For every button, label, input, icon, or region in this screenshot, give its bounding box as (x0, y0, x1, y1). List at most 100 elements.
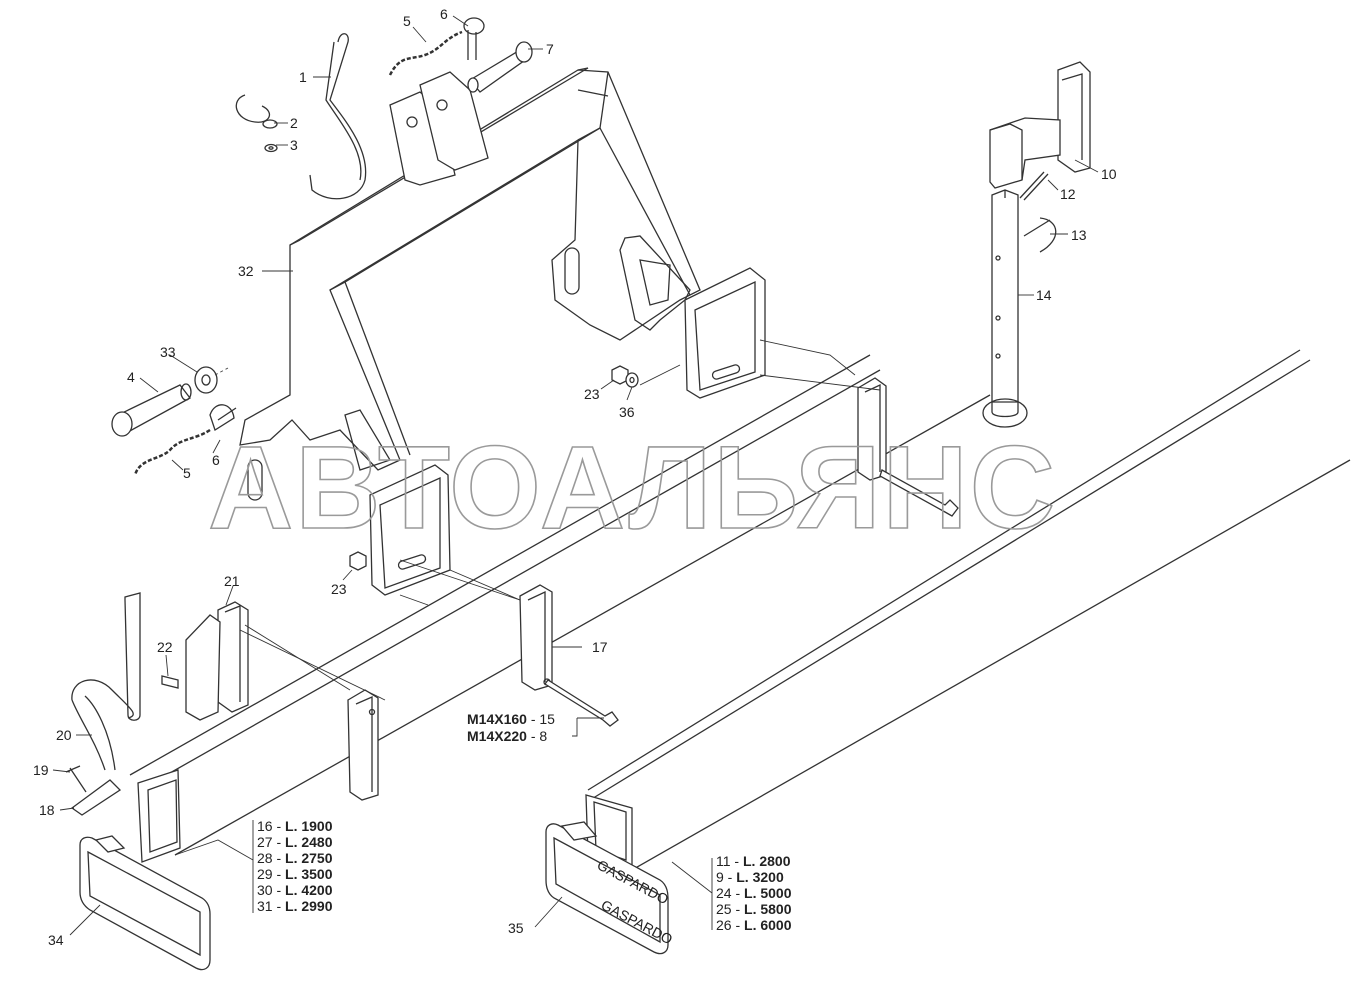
bolt-pos: 15 (539, 711, 555, 727)
beam-length: L. 2800 (743, 853, 791, 869)
beam-length: L. 4200 (285, 882, 333, 898)
beam-length: L. 2750 (285, 850, 333, 866)
label-part-23-left: 23 (331, 581, 347, 597)
assembly-lines (239, 339, 881, 701)
lynch-pin-6-left (209, 404, 237, 431)
bolt-spec-row: M14X160 - 15 (467, 711, 555, 727)
label-part-2: 2 (290, 115, 298, 131)
bolt-22-part (161, 675, 179, 689)
ring-2-part (235, 94, 278, 129)
guard-34-part (79, 835, 211, 971)
beam-a-row: 30 - L. 4200 (257, 882, 333, 898)
label-part-5-top: 5 (403, 13, 411, 29)
washer-3-part (264, 143, 278, 153)
beam-a (129, 354, 991, 863)
beam-pos: 25 (716, 901, 732, 917)
bolt-19-part (65, 765, 87, 793)
clip-13-part (1023, 217, 1057, 253)
label-part-23-right: 23 (584, 386, 600, 402)
beam-pos: 30 (257, 882, 273, 898)
beam-pos: 28 (257, 850, 273, 866)
pin-4-part (111, 383, 192, 437)
beam-pos: 27 (257, 834, 273, 850)
beam-b-row: 24 - L. 5000 (716, 885, 792, 901)
bolt-pos: 8 (539, 728, 547, 744)
label-part-10: 10 (1101, 166, 1117, 182)
stand-tube-14 (982, 189, 1028, 428)
label-part-14: 14 (1036, 287, 1052, 303)
beam-pos: 11 (716, 853, 731, 869)
label-part-18: 18 (39, 802, 55, 818)
bolt-sep: - (527, 728, 539, 744)
beam-b (585, 349, 1351, 871)
label-part-19: 19 (33, 762, 49, 778)
washer-36-part (625, 372, 639, 388)
beam-pos: 9 (716, 869, 724, 885)
beam-length: L. 5000 (744, 885, 792, 901)
bolt-sep: - (527, 711, 539, 727)
shank-20-part (71, 592, 141, 771)
bolt-spec: M14X220 (467, 728, 527, 744)
beam-a-row: 31 - L. 2990 (257, 898, 333, 914)
beam-b-row: 25 - L. 5800 (716, 901, 792, 917)
pin-12-part (1019, 171, 1049, 201)
bolt-spec-callout: M14X160 - 15 M14X220 - 8 (467, 711, 555, 744)
washer-33-part (194, 366, 229, 394)
nut-23-left (349, 551, 367, 571)
beam-a-row: 16 - L. 1900 (257, 818, 333, 834)
point-18-part (70, 779, 122, 816)
label-part-34: 34 (48, 932, 64, 948)
bracket-17-right (857, 377, 959, 517)
label-part-13: 13 (1071, 227, 1087, 243)
beam-pos: 31 (257, 898, 273, 914)
beam-length: L. 5800 (744, 901, 792, 917)
label-part-32: 32 (238, 263, 254, 279)
beam-length: L. 2990 (285, 898, 333, 914)
beam-a-row: 27 - L. 2480 (257, 834, 333, 850)
beam-b-length-table: 11 - L. 2800 9 - L. 3200 24 - L. 5000 25… (716, 853, 792, 933)
beam-pos: 16 (257, 818, 273, 834)
label-part-6-top: 6 (440, 6, 448, 22)
label-part-35: 35 (508, 920, 524, 936)
bracket-17-middle (519, 584, 619, 727)
label-part-22: 22 (157, 639, 173, 655)
beam-b-row: 9 - L. 3200 (716, 869, 784, 885)
label-part-5-left: 5 (183, 465, 191, 481)
beam-pos: 26 (716, 917, 732, 933)
label-part-4: 4 (127, 369, 135, 385)
label-part-12: 12 (1060, 186, 1076, 202)
hook-1-part (309, 33, 367, 200)
pin-7-part (467, 41, 533, 93)
label-part-1: 1 (299, 69, 307, 85)
label-part-3: 3 (290, 137, 298, 153)
beam-b-row: 26 - L. 6000 (716, 917, 792, 933)
leader-lines (52, 15, 1099, 936)
label-part-20: 20 (56, 727, 72, 743)
beam-b-row: 11 - L. 2800 (716, 853, 791, 869)
beam-length: L. 3200 (736, 869, 784, 885)
bolt-spec-row: M14X220 - 8 (467, 728, 547, 744)
watermark-text: АВТОАЛЬЯНС (208, 422, 1057, 554)
beam-pos: 24 (716, 885, 732, 901)
lynch-pin-6-top (463, 17, 485, 60)
label-part-17: 17 (592, 639, 608, 655)
clamp-21-part (185, 601, 249, 721)
bracket-17-left (347, 689, 379, 801)
label-part-36: 36 (619, 404, 635, 420)
beam-length: L. 6000 (744, 917, 792, 933)
bracket-10-part (989, 61, 1091, 189)
label-part-33: 33 (160, 344, 176, 360)
label-part-6-left: 6 (212, 452, 220, 468)
label-part-21: 21 (224, 573, 240, 589)
label-part-7: 7 (546, 41, 554, 57)
beam-a-row: 29 - L. 3500 (257, 866, 333, 882)
beam-pos: 29 (257, 866, 273, 882)
beam-a-length-table: 16 - L. 1900 27 - L. 2480 28 - L. 2750 2… (257, 818, 333, 914)
beam-length: L. 3500 (285, 866, 333, 882)
chain-5-top (388, 30, 463, 76)
bolt-spec: M14X160 (467, 711, 527, 727)
main-frame-part (239, 67, 766, 596)
chain-5-left (133, 428, 211, 476)
beam-length: L. 2480 (285, 834, 333, 850)
